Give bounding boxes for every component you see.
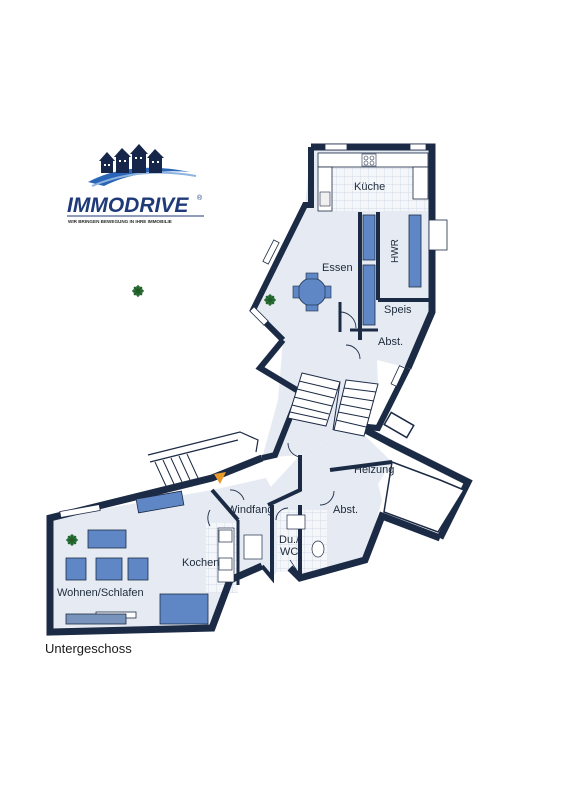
logo-registered-mark: ® (197, 194, 203, 202)
floor-label: Untergeschoss (45, 641, 132, 656)
room-label-hwr: HWR (390, 239, 401, 263)
room-label-speis: Speis (384, 304, 412, 316)
room-label-wohnen-schlafen: Wohnen/Schlafen (57, 587, 144, 599)
kitchen-counters (317, 152, 429, 212)
staircase (287, 372, 379, 437)
window-niche (383, 411, 415, 439)
room-label-abst-top: Abst. (378, 336, 403, 348)
plant-icon (66, 534, 78, 546)
living-furniture (65, 490, 209, 625)
dining-set (292, 272, 332, 312)
room-label-abst-bottom: Abst. (333, 504, 358, 516)
room-label-du-wc-line1: Du./ (279, 534, 300, 546)
light-well (383, 460, 466, 533)
logo-tagline: WIR BRINGEN BEWEGUNG IN IHRE IMMOBILIE (68, 219, 172, 224)
room-label-kueche: Küche (354, 181, 385, 193)
kochen-fixtures (217, 527, 263, 583)
cabinets (362, 214, 422, 326)
bathroom-fixtures (286, 514, 325, 576)
room-label-du-wc-line2: WC (280, 546, 298, 558)
immodrive-logo: IMMODRIVE ® WIR BRINGEN BEWEGUNG IN IHRE… (67, 144, 204, 224)
doors (207, 311, 361, 527)
terrace-rail (147, 431, 259, 463)
room-label-essen: Essen (322, 262, 353, 274)
plant-icon (132, 285, 144, 297)
room-label-windfang: Windfang (227, 504, 273, 516)
room-label-kochen: Kochen (182, 557, 219, 569)
plant-icon (264, 294, 276, 306)
room-label-heizung: Heizung (354, 464, 394, 476)
outdoor-steps (154, 453, 199, 487)
entrance-arrow-icon (214, 472, 226, 484)
logo-name: IMMODRIVE (67, 194, 189, 217)
